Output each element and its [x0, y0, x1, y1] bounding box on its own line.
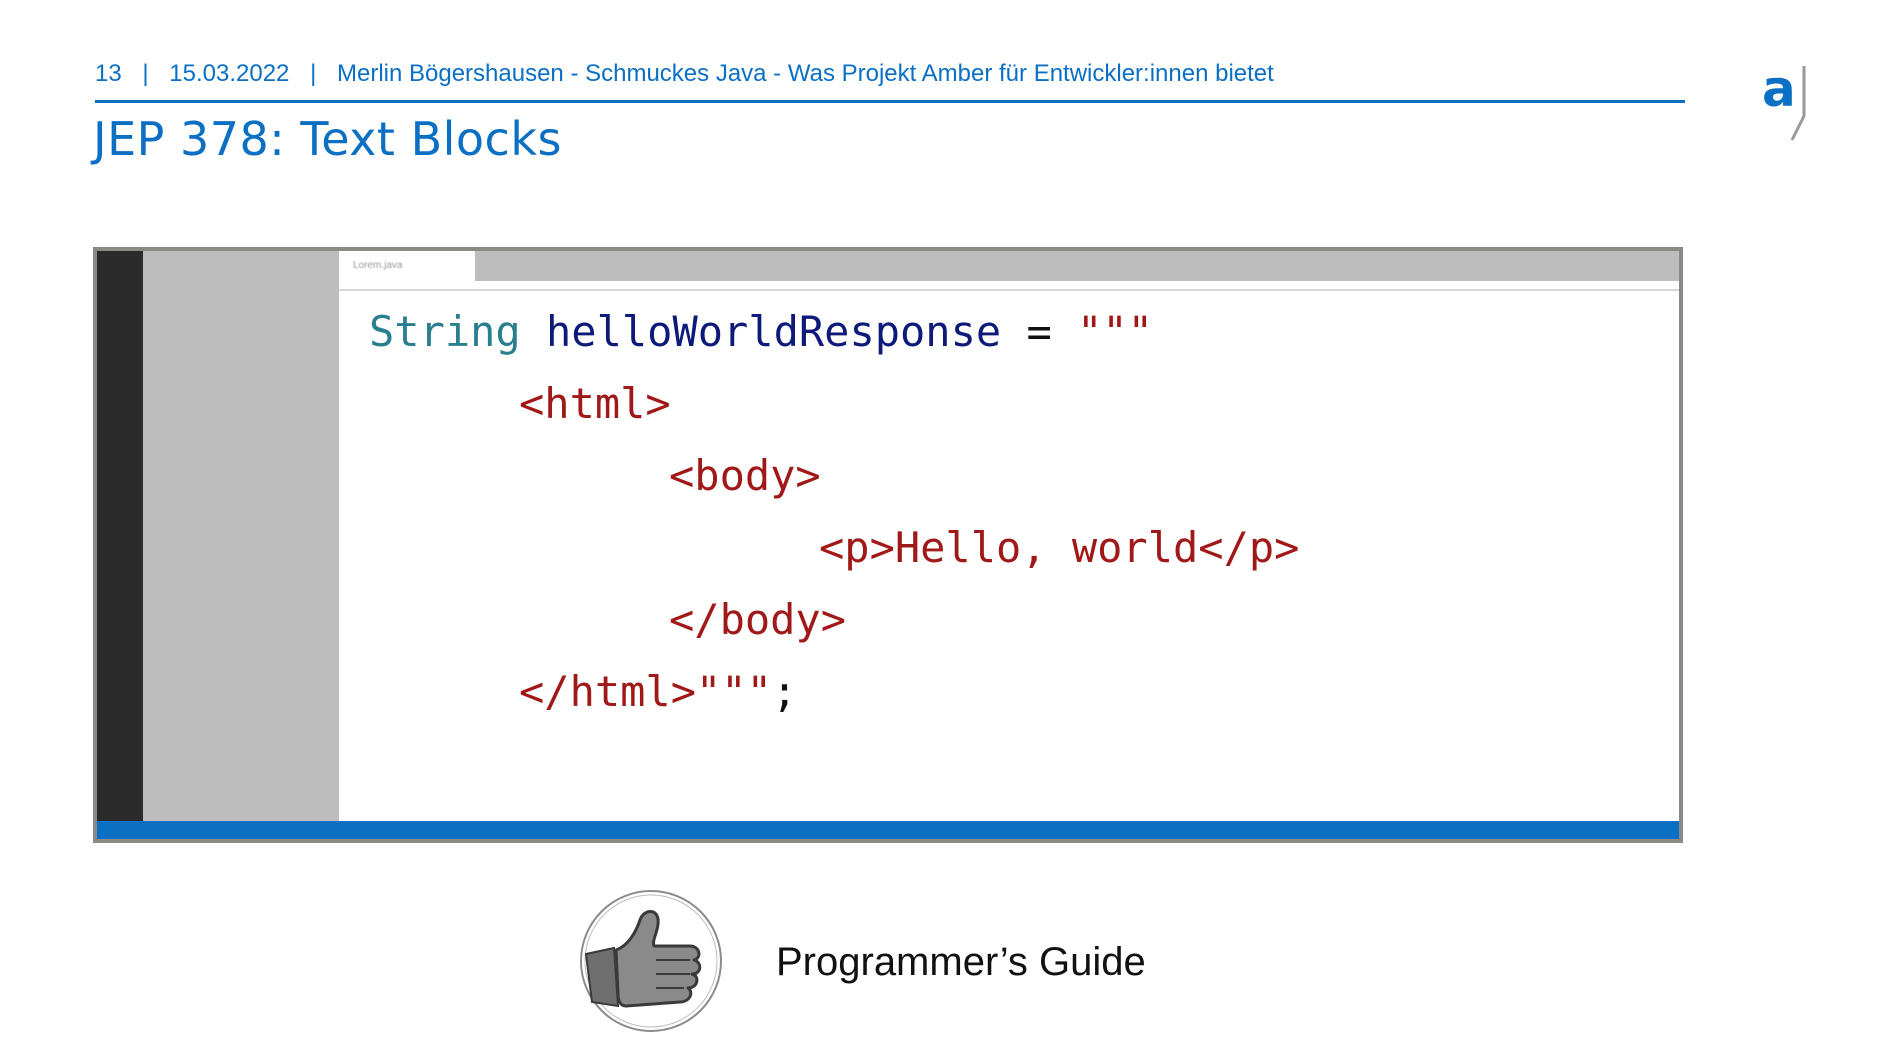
- code-token-semicolon: ;: [771, 667, 798, 716]
- logo-bracket-icon: [1790, 66, 1806, 141]
- code-line-2: <html>: [519, 379, 671, 428]
- header-separator: |: [142, 60, 149, 87]
- code-editor-window: Lorem.java String helloWorldResponse = "…: [93, 247, 1683, 843]
- slide-date: 15.03.2022: [169, 60, 290, 87]
- editor-activity-bar: [97, 251, 143, 829]
- talk-info: Merlin Bögershausen - Schmuckes Java - W…: [336, 60, 1274, 87]
- code-block: String helloWorldResponse = """ <html> <…: [369, 311, 1299, 713]
- editor-tab[interactable]: Lorem.java: [339, 251, 475, 281]
- code-token-string: </html>""": [519, 667, 772, 716]
- code-token-string: """: [1077, 307, 1153, 356]
- editor-tab-divider: [339, 289, 1679, 291]
- code-token-type: String: [369, 307, 521, 356]
- editor-side-panel: [143, 251, 339, 829]
- code-line-3: <body>: [669, 451, 821, 500]
- code-line-4: <p>Hello, world</p>: [819, 523, 1300, 572]
- slide-header: 13 | 15.03.2022 | Merlin Bögershausen - …: [95, 60, 1695, 94]
- code-line-1: String helloWorldResponse = """: [369, 311, 1153, 353]
- logo-letter: a: [1762, 60, 1796, 118]
- code-line-5: </body>: [669, 595, 847, 644]
- header-divider: [95, 100, 1685, 103]
- editor-tab-strip: [339, 251, 1679, 281]
- slide-title: JEP 378: Text Blocks: [93, 112, 562, 166]
- page-number: 13: [95, 60, 122, 87]
- code-line-6: </html>""";: [519, 671, 797, 713]
- editor-status-bar: [97, 821, 1679, 839]
- code-token-operator: =: [1026, 307, 1052, 356]
- thumbs-up-stamp-icon: [578, 888, 724, 1034]
- code-token-identifier: helloWorldResponse: [546, 307, 1002, 356]
- editor-tab-label: Lorem.java: [353, 260, 403, 271]
- company-logo: a: [1758, 62, 1818, 142]
- header-separator: |: [310, 60, 317, 87]
- programmers-guide-caption: Programmer’s Guide: [776, 940, 1146, 984]
